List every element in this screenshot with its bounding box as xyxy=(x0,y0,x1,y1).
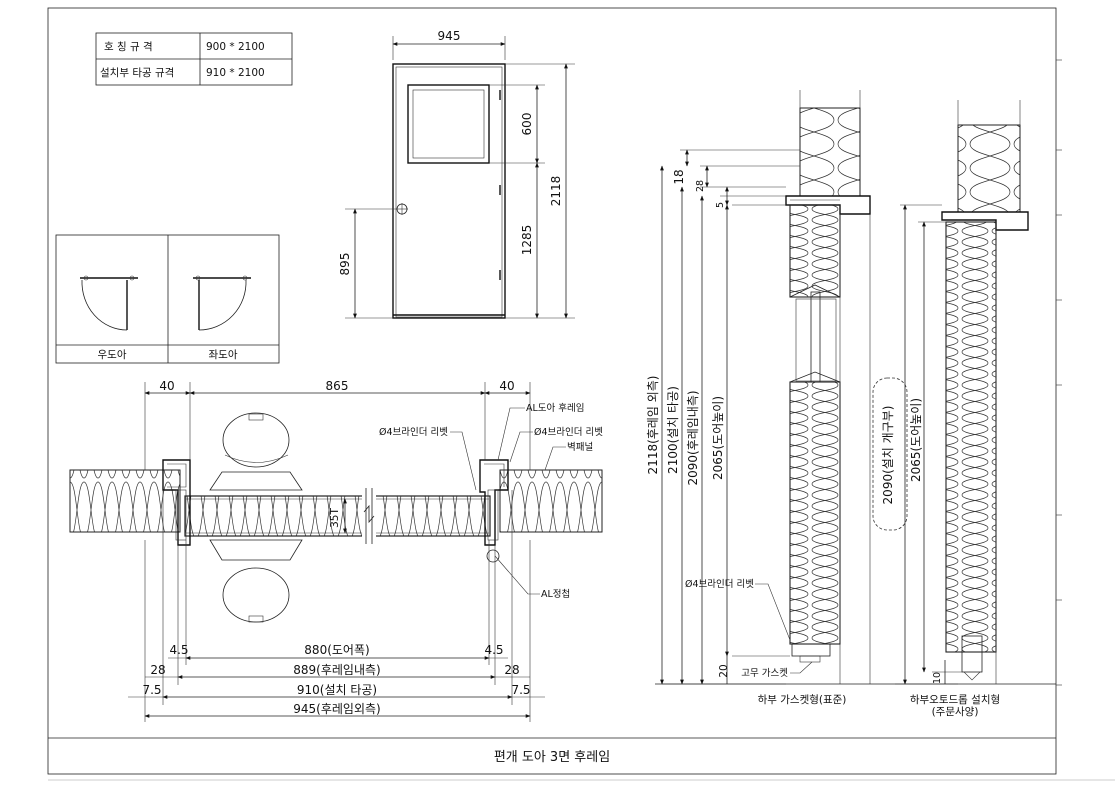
plan-gap-right: 4.5 xyxy=(484,643,503,657)
sec-a-gasket: 고무 가스켓 xyxy=(741,668,788,679)
plan-frame-inner: 889(후레임내측) xyxy=(293,663,380,677)
spec-table: 호 칭 규 격 900 * 2100 설치부 타공 규격 910 * 2100 xyxy=(95,32,293,86)
elev-total-height: 2118 xyxy=(549,176,563,207)
plan-section: 35T 40 865 40 AL도아 후레임 Ø4브라인더 리벳 Ø4브라인더 … xyxy=(69,379,603,722)
spec-row1-value: 900 * 2100 xyxy=(206,41,265,53)
plan-edge-right: 7.5 xyxy=(511,683,530,697)
sec-a-d28: 28 xyxy=(695,180,706,192)
sec-b-h-door: 2065(도어높이) xyxy=(909,398,923,482)
sec-a-d5: 5 xyxy=(715,202,726,208)
left-door-label: 좌도아 xyxy=(209,349,238,361)
elev-width: 945 xyxy=(438,29,461,43)
plan-label-panel: 벽패널 xyxy=(567,442,593,453)
spec-row2-value: 910 * 2100 xyxy=(206,67,265,79)
plan-label-rivet-left: Ø4브라인더 리벳 xyxy=(379,427,448,438)
plan-top-left: 40 xyxy=(159,379,174,393)
plan-opening: 910(설치 타공) xyxy=(297,683,377,697)
plan-side-right: 28 xyxy=(504,663,519,677)
elev-handle-height: 895 xyxy=(338,253,352,276)
vertical-section-a: 18 28 5 2118(후레임 외측) 2100(설치 타공) 2090(후레… xyxy=(646,90,1056,706)
plan-gap-left: 4.5 xyxy=(169,643,188,657)
sec-b-caption-2: (주문사양) xyxy=(932,706,979,718)
plan-label-frame: AL도아 후레임 xyxy=(526,402,585,414)
edge-ticks xyxy=(1056,59,1062,686)
plan-frame-outer: 945(후레임외측) xyxy=(293,702,380,716)
sec-a-h-inner: 2090(후레임내측) xyxy=(686,390,700,485)
door-elevation: 945 600 1285 2118 895 xyxy=(338,29,575,319)
drawing-title: 편개 도아 3면 후레임 xyxy=(494,750,610,765)
elev-lower-height: 1285 xyxy=(520,225,534,256)
plan-door-width: 880(도어폭) xyxy=(304,643,369,657)
vertical-section-b: 2090(설치 개구부) 2065(도어높이) 10 하부오토드롭 설치형 (주… xyxy=(872,100,1029,718)
plan-label-rivet-right: Ø4브라인더 리벳 xyxy=(534,427,603,438)
sec-a-d18: 18 xyxy=(672,169,686,184)
plan-edge-left: 7.5 xyxy=(142,683,161,697)
spec-row1-label: 호 칭 규 격 xyxy=(104,40,153,53)
sec-a-h-outer: 2118(후레임 외측) xyxy=(646,376,660,475)
sec-a-h-install: 2100(설치 타공) xyxy=(666,386,680,474)
plan-side-left: 28 xyxy=(150,663,165,677)
swing-diagram: 우도아 좌도아 xyxy=(55,234,280,364)
sec-b-h-open: 2090(설치 개구부) xyxy=(881,406,895,505)
sheet-border xyxy=(47,7,1057,775)
plan-thickness: 35T xyxy=(329,508,341,528)
plan-label-hinge: AL정첩 xyxy=(541,589,570,600)
right-door-label: 우도아 xyxy=(98,349,127,361)
plan-top-right: 40 xyxy=(499,379,514,393)
elev-window-height: 600 xyxy=(520,113,534,136)
sec-a-d20: 20 xyxy=(718,664,730,677)
plan-top-mid: 865 xyxy=(326,379,349,393)
sec-a-rivet: Ø4브라인더 리벳 xyxy=(685,579,754,590)
sec-b-caption-1: 하부오토드롭 설치형 xyxy=(910,693,1000,706)
sec-b-d10: 10 xyxy=(932,672,943,684)
spec-row2-label: 설치부 타공 규격 xyxy=(100,66,174,79)
sec-a-h-door: 2065(도어높이) xyxy=(711,396,725,480)
sec-a-caption: 하부 가스켓형(표준) xyxy=(758,693,847,706)
